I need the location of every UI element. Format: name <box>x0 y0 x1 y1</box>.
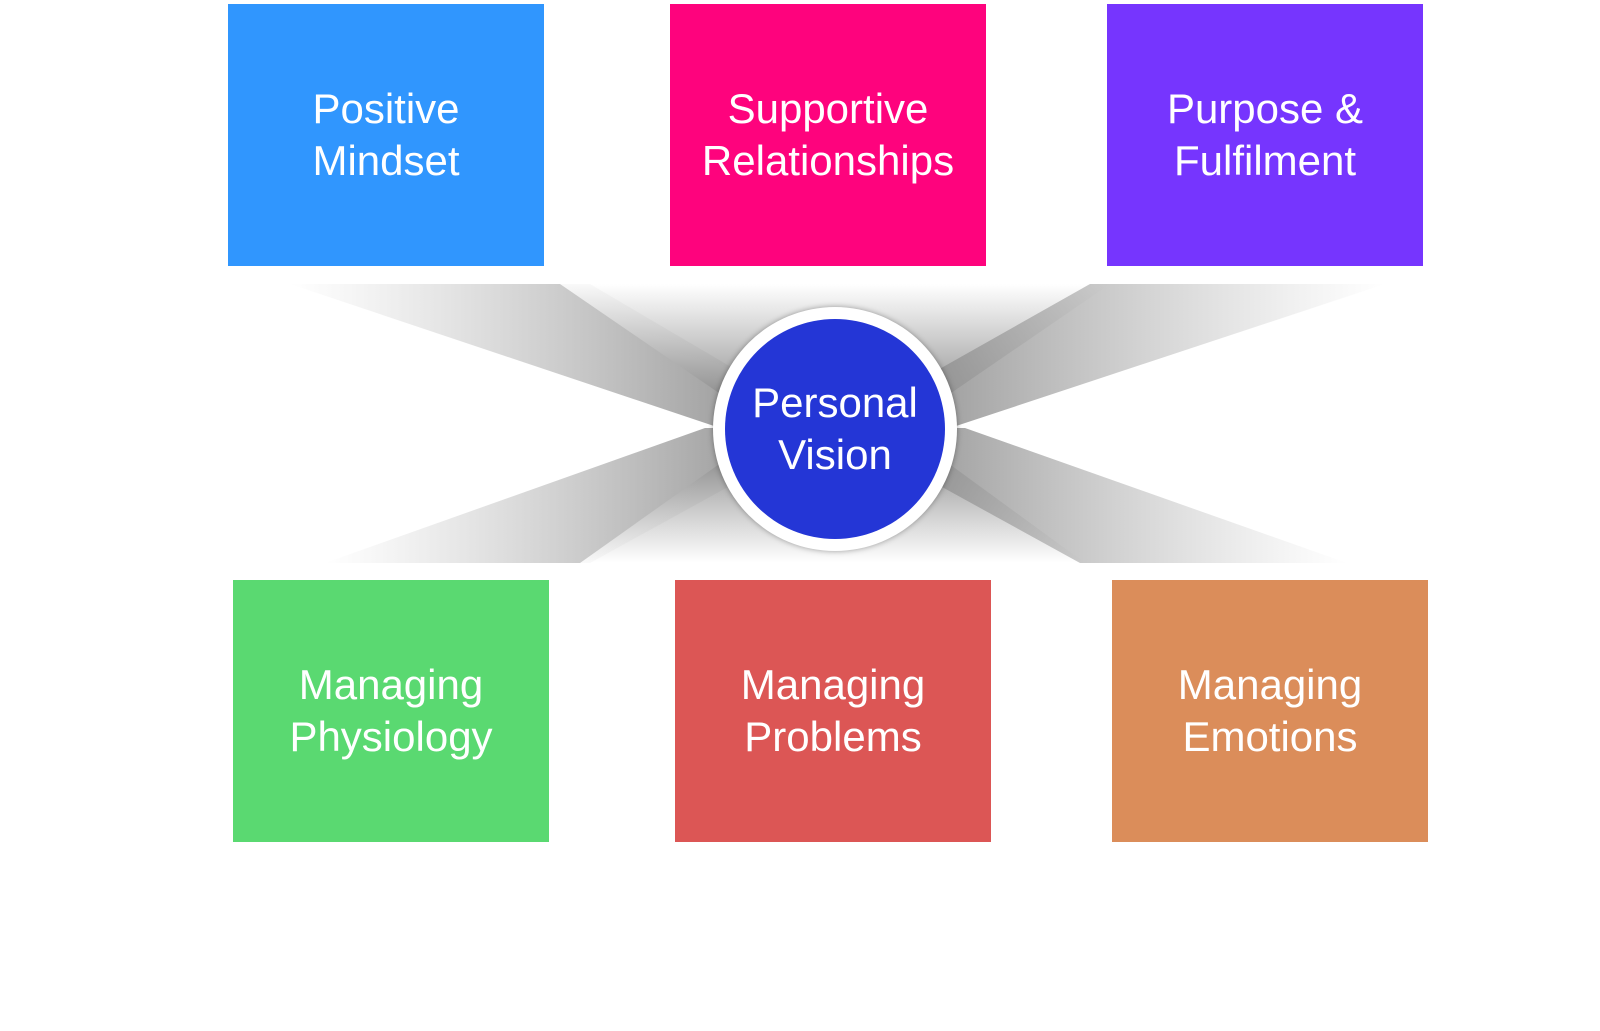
box-managing-emotions: Managing Emotions <box>1112 580 1428 842</box>
hub-personal-vision: Personal Vision <box>725 319 945 539</box>
box-label: Managing Physiology <box>289 661 493 760</box>
box-positive-mindset: Positive Mindset <box>228 4 544 266</box>
box-purpose-fulfilment: Purpose & Fulfilment <box>1107 4 1423 266</box>
hub-label: Personal Vision <box>752 379 918 478</box>
box-label: Purpose & Fulfilment <box>1166 85 1364 184</box>
box-label: Positive Mindset <box>312 85 460 184</box>
ray-top-right <box>835 284 1385 428</box>
box-label: Managing Emotions <box>1177 661 1363 760</box>
box-managing-problems: Managing Problems <box>675 580 991 842</box>
box-label: Supportive Relationships <box>701 85 955 184</box>
box-supportive-relationships: Supportive Relationships <box>670 4 986 266</box>
box-label: Managing Problems <box>740 661 926 760</box>
box-managing-physiology: Managing Physiology <box>233 580 549 842</box>
hub-ring: Personal Vision <box>713 307 957 551</box>
ray-bottom-left <box>325 428 835 563</box>
ray-top-left <box>290 284 835 428</box>
ray-bottom-right <box>835 428 1347 563</box>
